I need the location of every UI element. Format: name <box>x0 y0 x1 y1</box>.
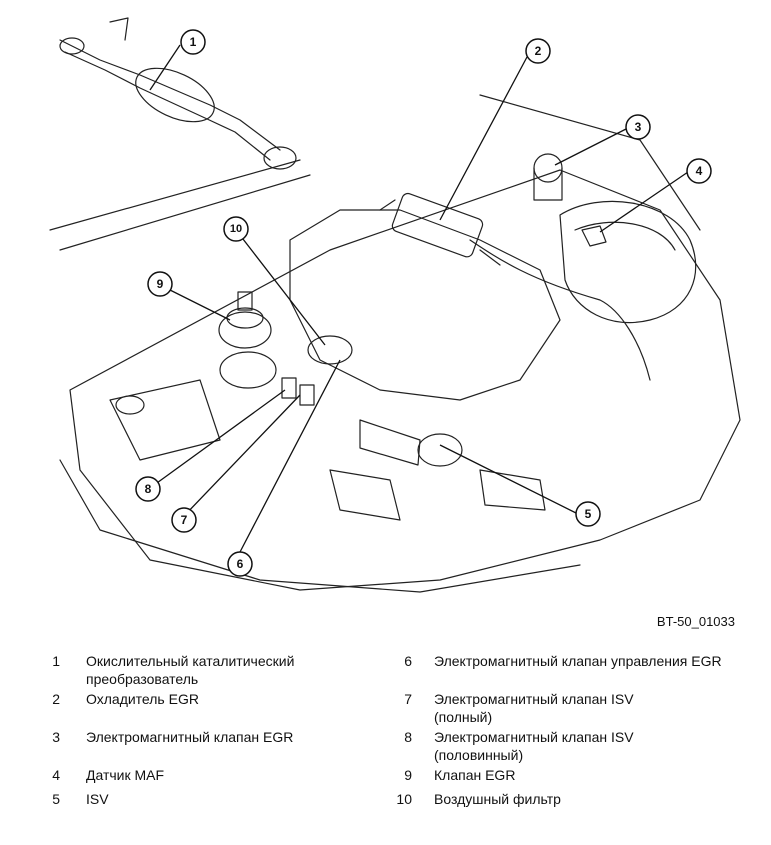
callout-5 <box>575 501 601 527</box>
callout-7-label: 7 <box>181 513 188 527</box>
callout-5-label: 5 <box>585 507 592 521</box>
bay-front-edge <box>59 459 581 593</box>
legend-num: 2 <box>52 691 60 707</box>
callout-10 <box>223 216 249 242</box>
callout-2 <box>525 38 551 64</box>
callout-1-label: 1 <box>190 35 197 49</box>
callout-7 <box>171 507 197 533</box>
egr-cooler <box>379 192 501 266</box>
engine-bay-outline <box>69 169 741 591</box>
callout-6 <box>227 551 253 577</box>
catalytic-converter <box>59 17 297 170</box>
callout-6-label: 6 <box>237 557 244 571</box>
callout-4-label: 4 <box>696 164 703 178</box>
legend-text: Воздушный фильтр <box>434 791 561 807</box>
legend-num: 1 <box>52 653 60 669</box>
callout-9-label: 9 <box>157 277 164 291</box>
figure-id: BT-50_01033 <box>656 614 735 629</box>
legend-text: Электромагнитный клапан управления EGR <box>434 653 722 669</box>
legend-text: Электромагнитный клапан ISV (половинный) <box>434 729 634 763</box>
legend-text: Клапан EGR <box>434 767 516 783</box>
callout-2-label: 2 <box>535 44 542 58</box>
legend-num: 7 <box>404 691 412 707</box>
hood-line <box>49 159 301 231</box>
callout-4 <box>686 158 712 184</box>
legend-text: Электромагнитный клапан ISV (полный) <box>434 691 634 725</box>
callout-1 <box>180 29 206 55</box>
legend: 1 Окислительный каталитический преобразо… <box>0 652 771 842</box>
legend-num: 4 <box>52 767 60 783</box>
legend-num: 8 <box>404 729 412 745</box>
legend-text: Окислительный каталитический преобразова… <box>86 653 295 687</box>
egr-solenoid <box>533 153 563 201</box>
callout-9 <box>147 271 173 297</box>
callout-3-label: 3 <box>635 120 642 134</box>
legend-num: 9 <box>404 767 412 783</box>
callout-10-label: 10 <box>230 223 242 235</box>
legend-num: 5 <box>52 791 60 807</box>
engine-diagram: 1 2 3 4 5 6 7 8 9 10 <box>49 17 741 593</box>
egr-valve <box>218 291 277 389</box>
legend-num: 6 <box>404 653 412 669</box>
isv <box>359 419 463 467</box>
legend-text: Электромагнитный клапан EGR <box>86 729 294 745</box>
callout-3 <box>625 114 651 140</box>
maf-sensor <box>581 225 607 247</box>
legend-text: Охладитель EGR <box>86 691 199 707</box>
legend-num: 10 <box>396 791 412 807</box>
callout-8-label: 8 <box>145 482 152 496</box>
callout-8 <box>135 476 161 502</box>
air-filter <box>559 200 697 324</box>
legend-text: Датчик MAF <box>86 767 165 783</box>
legend-num: 3 <box>52 729 60 745</box>
legend-text: ISV <box>86 791 109 807</box>
